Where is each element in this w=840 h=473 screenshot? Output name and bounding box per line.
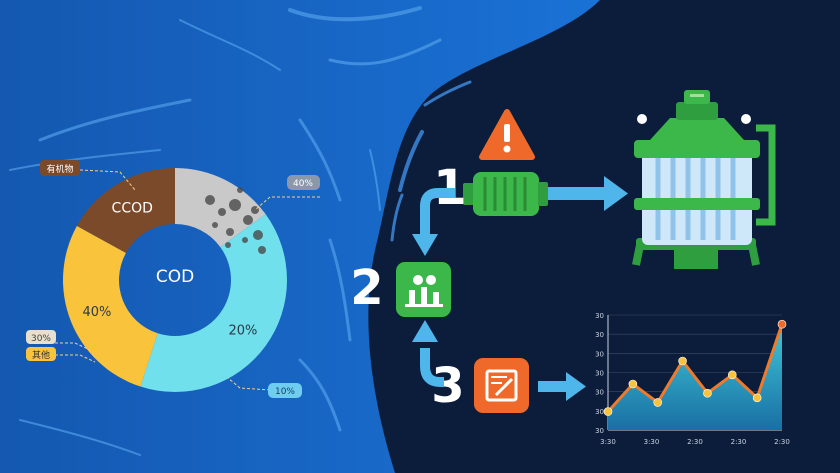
y-tick-label: 30: [595, 389, 604, 397]
series-line: [606, 323, 784, 413]
x-tick-label: 2:30: [731, 438, 747, 446]
callout-30-text: 30%: [31, 334, 51, 344]
donut-segment-label: 20%: [229, 323, 258, 338]
speckle-dot: [258, 246, 266, 254]
warning-icon: [479, 109, 535, 160]
y-tick-label: 30: [595, 427, 604, 435]
data-point: [628, 379, 638, 389]
callout-organic-badge: [40, 160, 80, 176]
arrow-step1-to-step2: [412, 188, 455, 256]
y-tick-label: 30: [595, 312, 604, 320]
callout-lines: [55, 169, 320, 391]
area-chart: 30 30 30 30 30 30 30 3:30 3:30 2:30 2:30 2:30: [595, 312, 790, 446]
donut-segment-gray: [175, 168, 266, 248]
data-point: [752, 393, 762, 403]
cod-donut-chart: CCOD 20% 40%: [63, 168, 287, 392]
donut-segment-ccod: [76, 168, 175, 254]
donut-segment-yellow: [63, 226, 158, 387]
speckle-dot: [225, 242, 231, 248]
light-streaks: [390, 80, 472, 242]
callout-40-text: 40%: [293, 179, 313, 189]
river-streaks: [9, 6, 442, 456]
x-tick-label: 3:30: [644, 438, 660, 446]
donut-center-label: COD: [156, 267, 194, 287]
data-point: [603, 407, 613, 416]
x-tick-label: 2:30: [774, 438, 790, 446]
people-chart-icon: [396, 262, 451, 317]
callout-other-text: 其他: [32, 349, 50, 361]
callout-10-badge: [268, 383, 302, 398]
speckle-dot: [226, 228, 234, 236]
callout-10-text: 10%: [275, 387, 295, 397]
speckle-dot: [237, 187, 243, 193]
speckle-dot: [218, 208, 226, 216]
motor-icon: [463, 172, 548, 216]
callout-other-badge: [26, 347, 56, 361]
x-tick-label: 2:30: [687, 438, 703, 446]
data-point: [703, 388, 712, 398]
data-point: [727, 370, 737, 380]
callout-30-badge: [26, 330, 56, 344]
donut-segment-label: 40%: [82, 305, 111, 320]
y-tick-label: 30: [595, 350, 604, 358]
speckle-dot: [253, 230, 263, 240]
arrow-to-reactor: [548, 176, 628, 211]
speckle-dot: [212, 222, 218, 228]
x-tick-label: 3:30: [600, 438, 616, 446]
callout-40-badge: [287, 175, 320, 190]
data-point: [678, 356, 687, 366]
step-2-number: 2: [350, 260, 383, 316]
data-point: [777, 319, 787, 329]
reactor-tank-icon: [632, 90, 776, 269]
data-point: [653, 398, 663, 407]
arrow-to-chart: [538, 372, 586, 401]
speckle-dot: [242, 237, 248, 243]
donut-segment-label: CCOD: [112, 201, 153, 217]
speckle-dot: [229, 199, 241, 211]
donut-segment-cyan: [140, 214, 287, 392]
y-tick-label: 30: [595, 370, 604, 378]
callout-organic-text: 有机物: [46, 163, 73, 175]
arrow-step2-to-step3: [412, 320, 444, 387]
speckle-dot: [243, 215, 253, 225]
document-edit-icon: [474, 358, 529, 413]
speckle-dot: [205, 195, 215, 205]
y-tick-label: 30: [595, 408, 604, 416]
y-tick-label: 30: [595, 331, 604, 339]
